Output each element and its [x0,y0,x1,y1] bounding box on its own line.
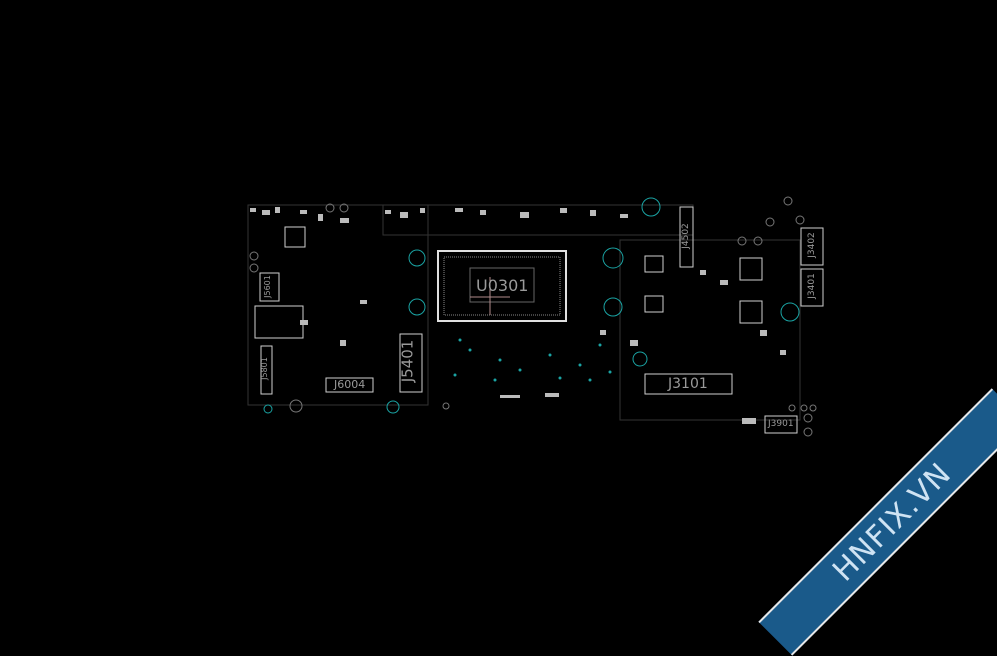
pcb-board-canvas[interactable]: U0301 J3101 J3402 J3401 J3901 J5401 J600… [0,0,997,586]
part-label-J3901[interactable]: J3901 [768,419,794,429]
part-label-J3101[interactable]: J3101 [668,376,708,392]
part-label-J5801[interactable]: J5801 [259,357,269,380]
part-label-J3401[interactable]: J3401 [806,273,817,299]
board-graphics [247,196,824,437]
part-label-J6004[interactable]: J6004 [334,378,366,391]
part-label-J4502[interactable]: J4502 [680,223,691,249]
part-label-J5401[interactable]: J5401 [398,339,417,383]
part-label-U0301[interactable]: U0301 [476,276,529,295]
part-label-J3402[interactable]: J3402 [806,232,817,258]
part-label-J5601[interactable]: J5601 [262,275,272,298]
